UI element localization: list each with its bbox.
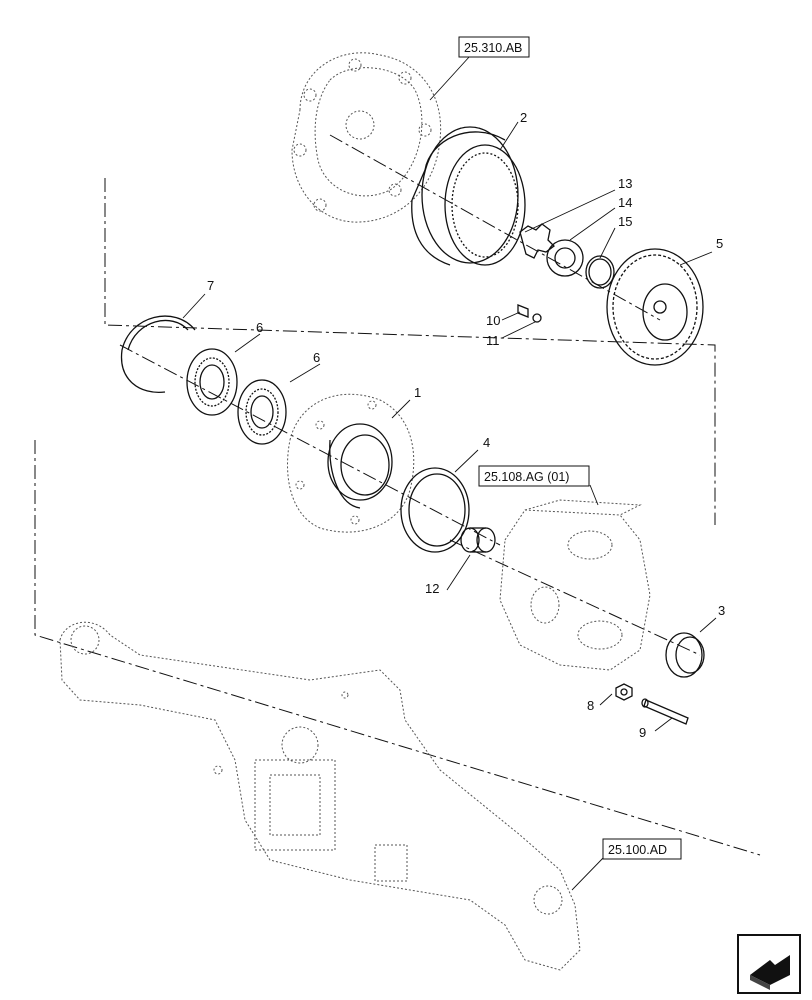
nut — [615, 683, 633, 701]
planet-carrier-housing — [291, 52, 442, 223]
callout-1: 1 — [414, 385, 421, 400]
callout-14: 14 — [618, 195, 632, 210]
callout-2: 2 — [520, 110, 527, 125]
spacer-sleeve — [460, 527, 496, 553]
bolt-and-washer — [517, 304, 542, 323]
reference-box-25-108-ag[interactable]: 25.108.AG (01) — [478, 465, 590, 487]
callout-10: 10 — [486, 313, 500, 328]
steering-knuckle — [499, 499, 651, 671]
axle-housing — [59, 621, 581, 971]
ring-gear — [411, 126, 526, 266]
callout-13: 13 — [618, 176, 632, 191]
callout-8: 8 — [587, 698, 594, 713]
reference-label: 25.108.AG (01) — [484, 470, 569, 484]
oil-seal — [665, 632, 705, 678]
seal-ring — [400, 467, 470, 553]
lock-plate-and-snap-ring — [519, 223, 615, 289]
reference-box-25-310-ab[interactable]: 25.310.AB — [458, 36, 530, 58]
callout-12: 12 — [425, 581, 439, 596]
reference-label: 25.100.AD — [608, 843, 667, 857]
next-page-arrow-icon[interactable] — [737, 934, 801, 994]
bearing-outer — [186, 348, 238, 416]
callout-9: 9 — [639, 725, 646, 740]
snap-ring — [120, 315, 196, 394]
callout-15: 15 — [618, 214, 632, 229]
reference-box-25-100-ad[interactable]: 25.100.AD — [602, 838, 682, 860]
callout-5: 5 — [716, 236, 723, 251]
callout-numbers: 1 2 3 4 5 6 6 7 8 9 10 11 12 13 14 15 — [207, 110, 725, 740]
callout-6-outer: 6 — [256, 320, 263, 335]
bearing-inner — [237, 379, 287, 445]
wheel-hub — [287, 393, 415, 533]
leader-lines — [182, 55, 717, 891]
callout-6-inner: 6 — [313, 350, 320, 365]
pin — [641, 698, 689, 725]
callout-4: 4 — [483, 435, 490, 450]
assembly-axes — [34, 134, 761, 856]
callout-11: 11 — [486, 333, 500, 348]
sun-gear — [606, 248, 704, 366]
reference-label: 25.310.AB — [464, 41, 522, 55]
callout-7: 7 — [207, 278, 214, 293]
callout-3: 3 — [718, 603, 725, 618]
